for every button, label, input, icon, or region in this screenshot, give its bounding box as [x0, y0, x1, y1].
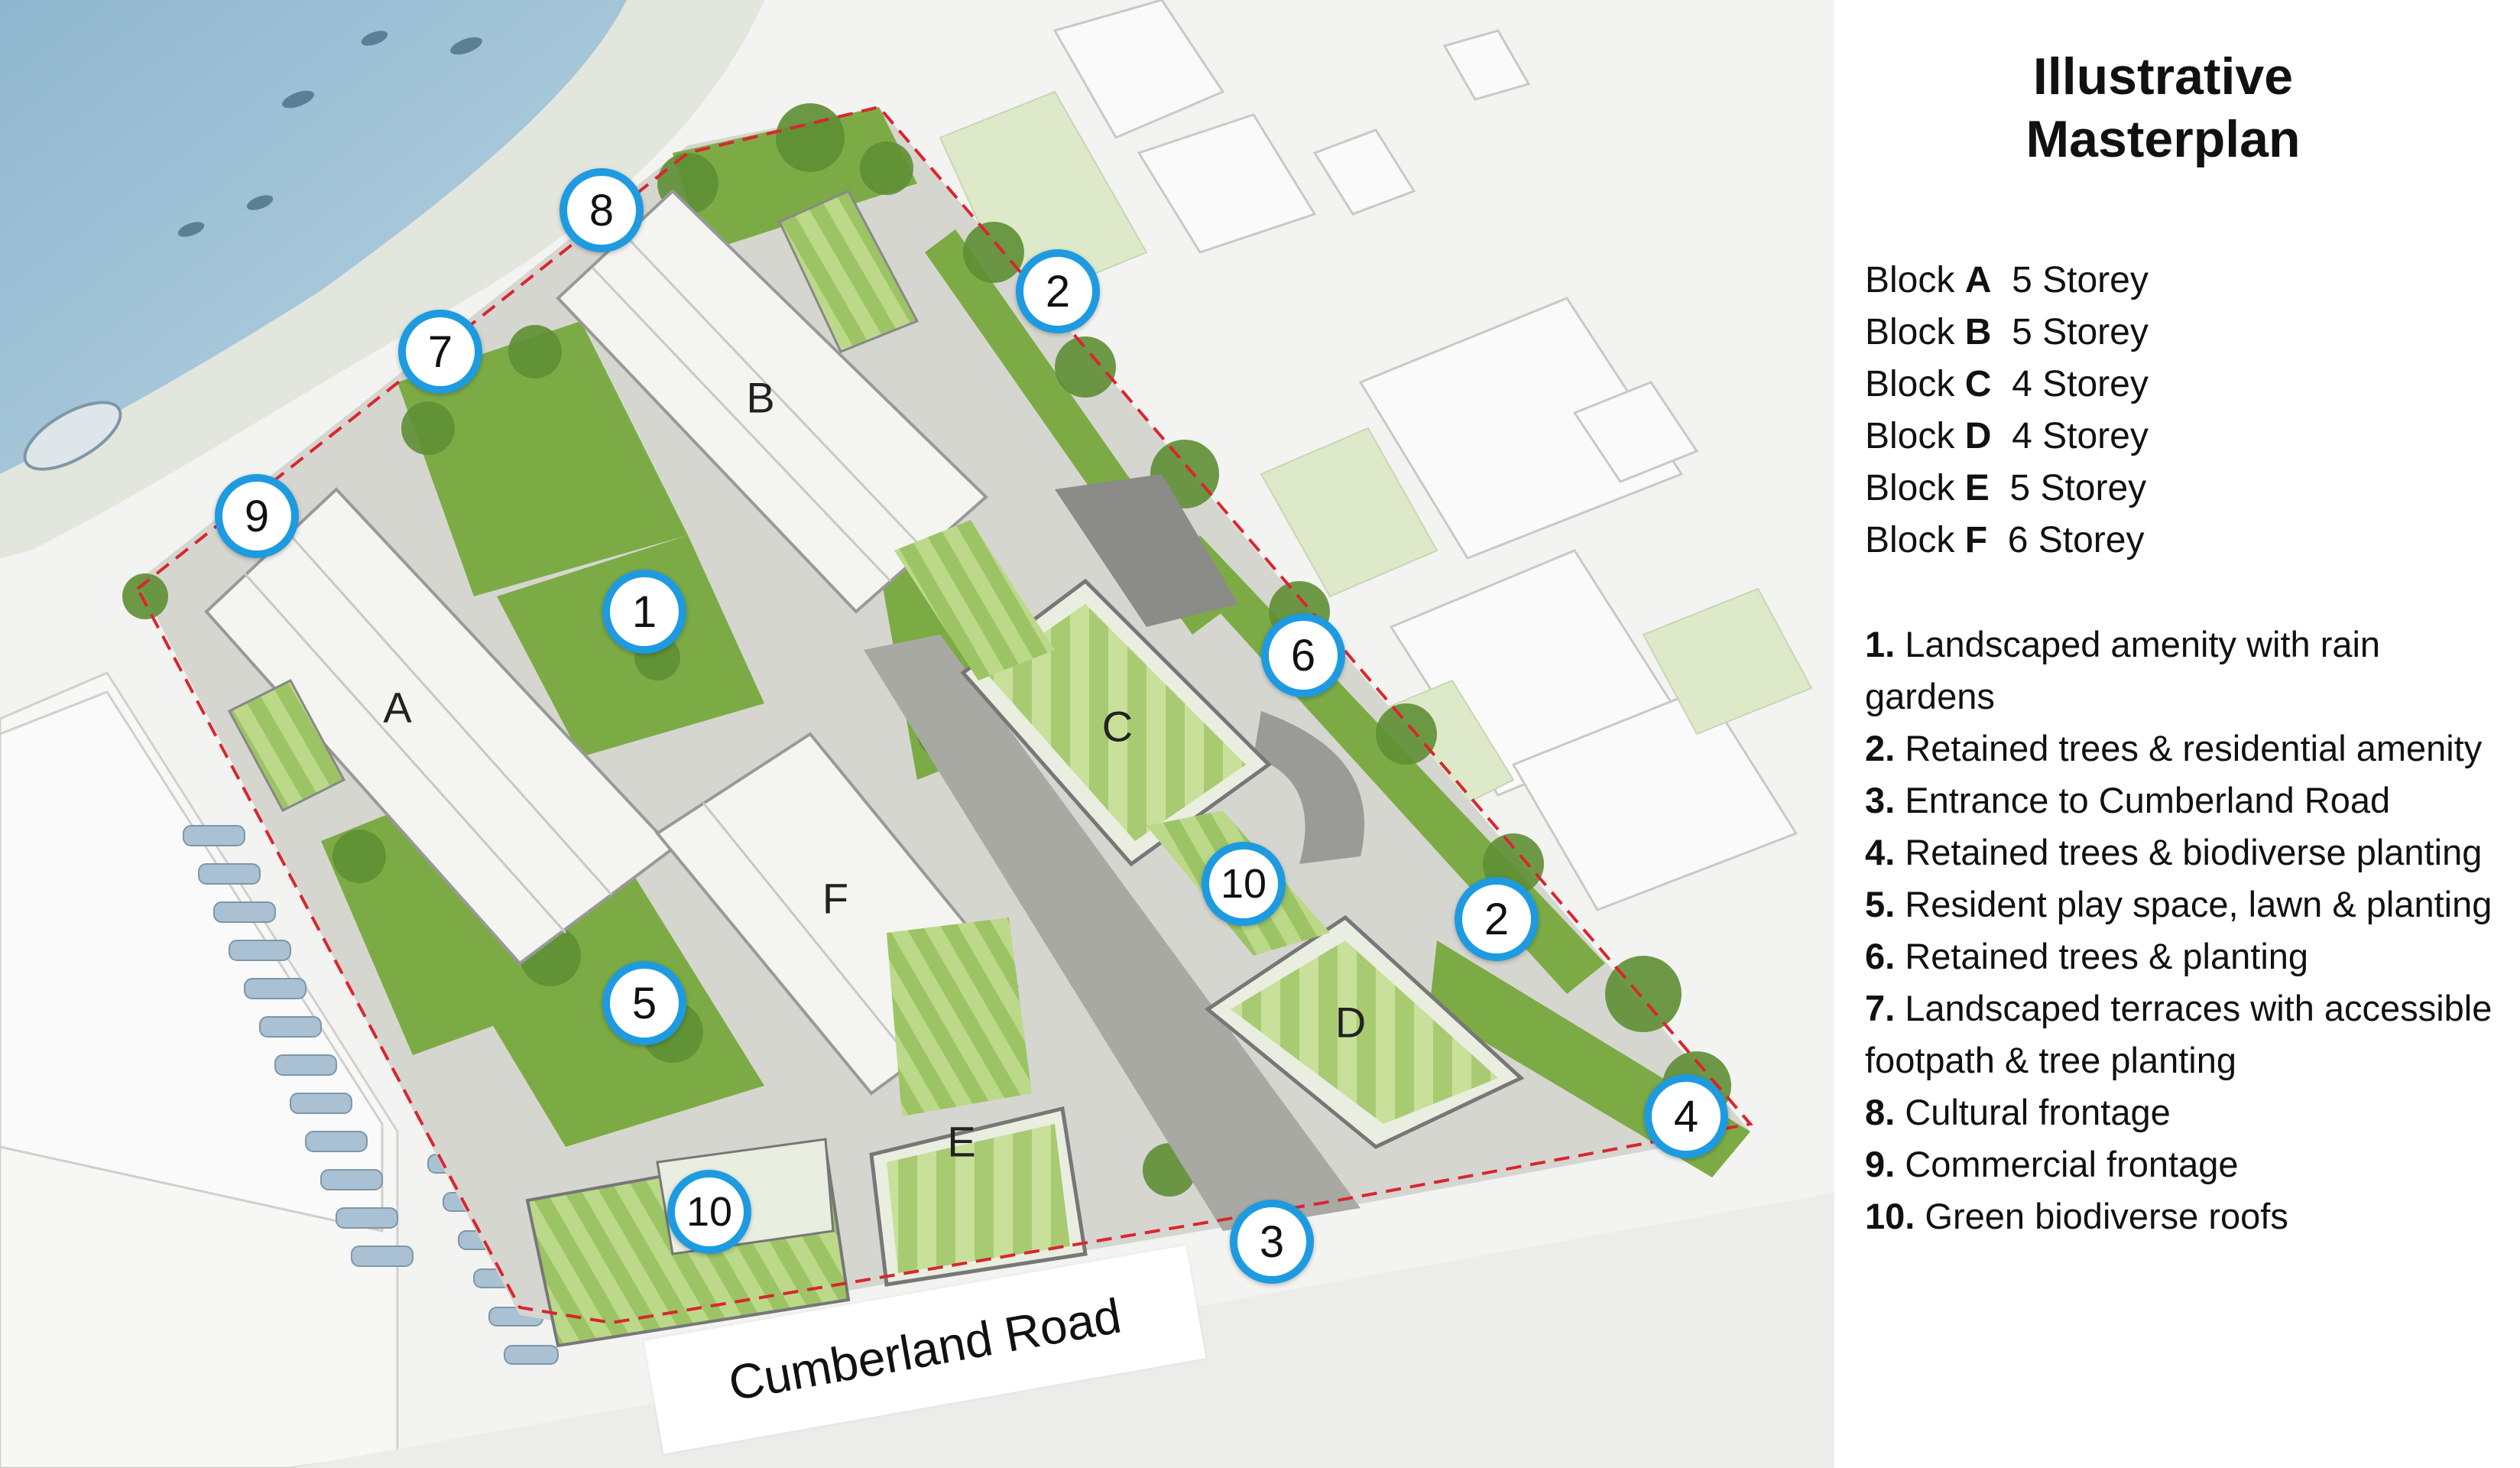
marker-9: 9: [215, 474, 299, 558]
feature-item: 2. Retained trees & residential amenity: [1865, 728, 2483, 769]
site-boundary: [136, 105, 1753, 1325]
block-row: Block B 5 Storey: [1865, 312, 2149, 353]
block-row: Block C 4 Storey: [1865, 364, 2149, 405]
access-road: [864, 635, 1361, 1231]
feature-item: 9. Commercial frontage: [1865, 1144, 2239, 1185]
river-water: [0, 0, 627, 474]
block-label-c: C: [1101, 702, 1134, 751]
marker-10-south: 10: [667, 1170, 751, 1254]
block-storey-list: Block A 5 Storey Block B 5 Storey Block …: [1865, 255, 2507, 567]
block-row: Block D 4 Storey: [1865, 416, 2149, 457]
legend-panel: Illustrative Masterplan Block A 5 Storey…: [1865, 46, 2507, 1242]
feature-item: 5. Resident play space, lawn & planting: [1865, 884, 2492, 925]
legend-title-line-1: Illustrative: [2032, 47, 2294, 106]
masterplan-map: Cumberland Road B A C F D E 8 7 2 9 1 6 …: [0, 0, 1834, 1468]
feature-item: 10. Green biodiverse roofs: [1865, 1196, 2288, 1237]
site-plan-drawing: [0, 0, 1834, 1468]
block-label-b: B: [746, 373, 775, 422]
marker-6: 6: [1261, 613, 1345, 697]
marker-1: 1: [602, 570, 686, 654]
feature-item: 4. Retained trees & biodiverse planting: [1865, 832, 2483, 873]
feature-item: 7. Landscaped terraces with accessible f…: [1865, 988, 2492, 1081]
marker-10-north: 10: [1202, 842, 1286, 926]
feature-item: 3. Entrance to Cumberland Road: [1865, 780, 2391, 821]
block-label-f: F: [822, 874, 849, 923]
marker-2-north: 2: [1016, 249, 1100, 333]
boats: [177, 31, 482, 237]
marker-2-south: 2: [1455, 877, 1539, 961]
block-label-a: A: [383, 683, 412, 732]
marker-4: 4: [1644, 1074, 1728, 1158]
feature-item: 6. Retained trees & planting: [1865, 936, 2309, 977]
marker-3: 3: [1230, 1200, 1314, 1284]
block-row: Block E 5 Storey: [1865, 468, 2147, 509]
feature-key-list: 1. Landscaped amenity with rain gardens …: [1865, 619, 2507, 1242]
block-label-e: E: [947, 1117, 976, 1166]
legend-title-line-2: Masterplan: [2025, 109, 2301, 168]
feature-item: 1. Landscaped amenity with rain gardens: [1865, 624, 2381, 717]
marker-8: 8: [559, 168, 644, 252]
block-label-d: D: [1335, 998, 1367, 1047]
feature-item: 8. Cultural frontage: [1865, 1092, 2171, 1133]
shoreline: [0, 0, 764, 558]
marker-5: 5: [602, 961, 686, 1045]
block-row: Block F 6 Storey: [1865, 520, 2145, 561]
marker-7: 7: [398, 310, 482, 394]
block-row: Block A 5 Storey: [1865, 260, 2149, 301]
legend-title: Illustrative Masterplan: [1865, 46, 2461, 171]
